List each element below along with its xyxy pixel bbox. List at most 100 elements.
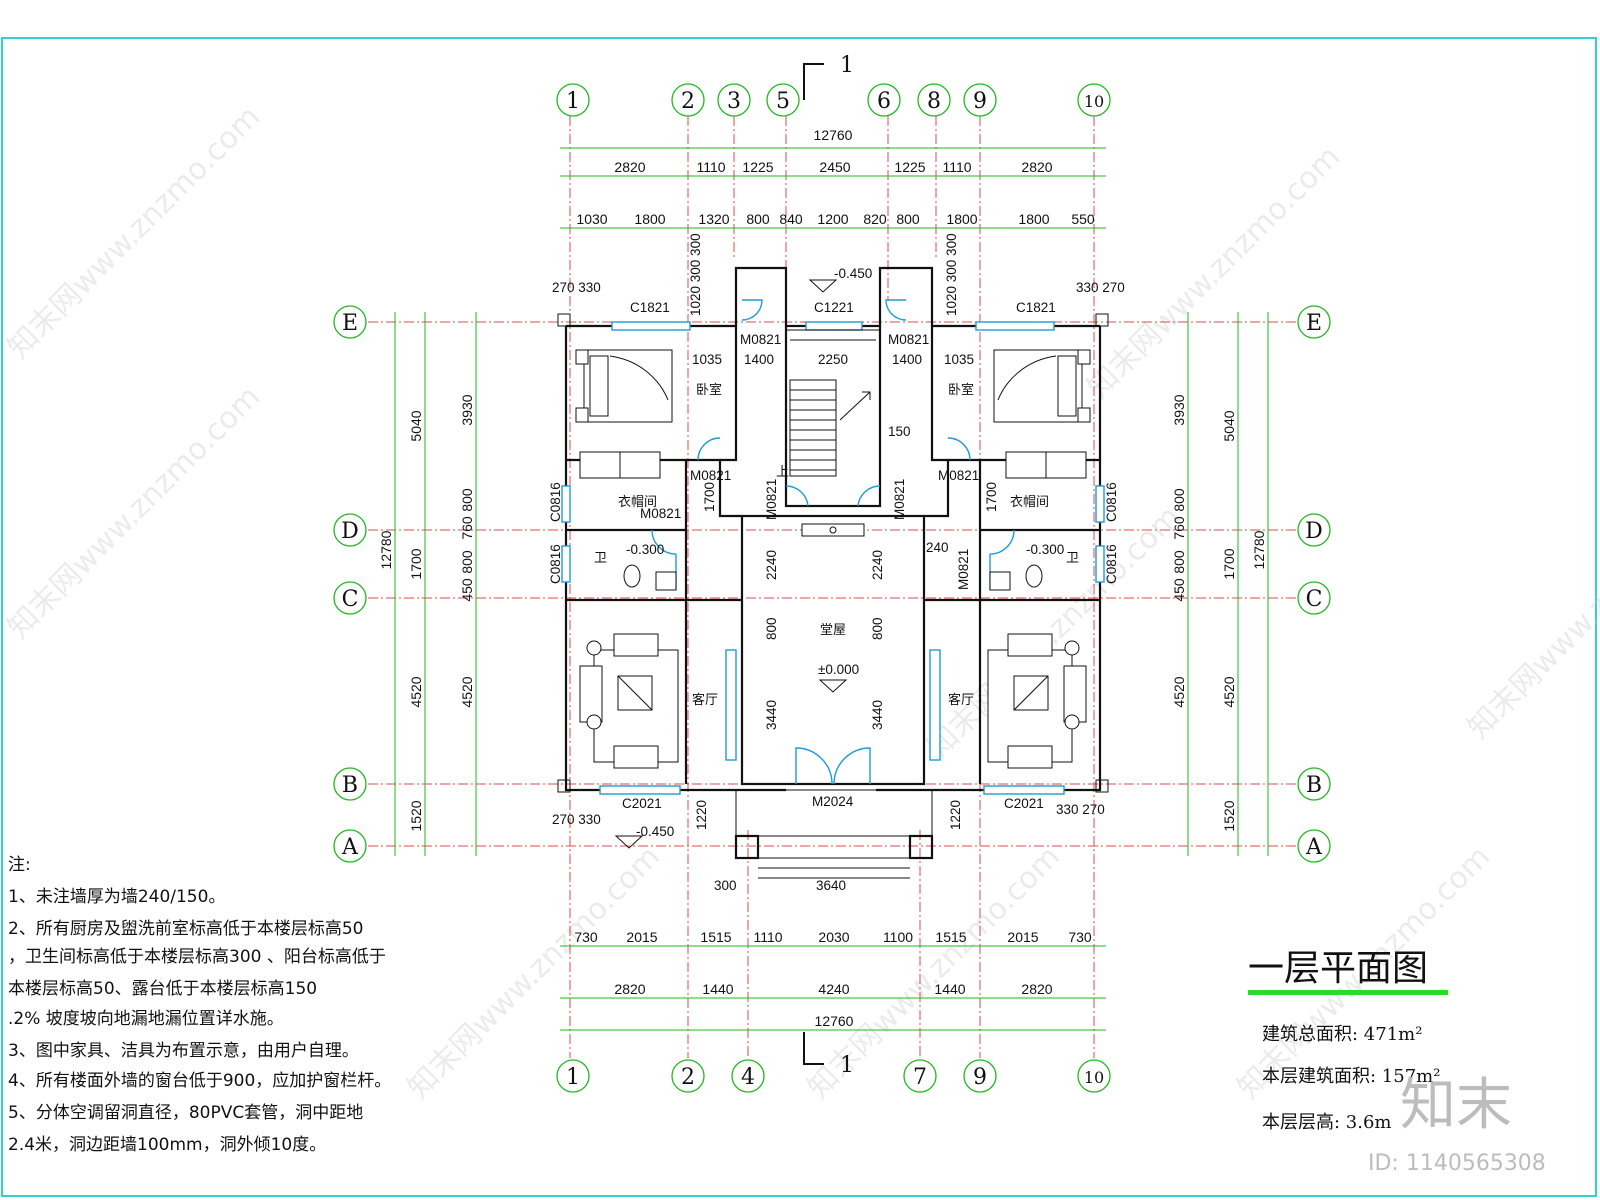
axis-label-bottom-4: 7	[913, 1065, 927, 1090]
dim-left-o-4: 1520	[408, 800, 424, 831]
note-line-7: 4、所有楼面外墙的窗台低于900，应加护窗栏杆。	[8, 1071, 391, 1091]
dim-left-total: 12780	[378, 530, 394, 569]
dim-left-i-5: 450	[459, 578, 475, 602]
watermark-logo: 知末	[1400, 1073, 1512, 1138]
axis-label-top-3: 3	[727, 89, 741, 114]
dim-bot-r1-1: 730	[574, 929, 598, 945]
dim-right-i-5: 450	[1171, 578, 1187, 602]
dim-right-total: 12780	[1251, 530, 1267, 569]
label-m0821-e: M0821	[640, 506, 681, 521]
label-d1700-right: 1700	[984, 482, 999, 512]
note-line-1: 1、未注墙厚为墙240/150。	[8, 887, 225, 907]
dim-top-r2-5: 1225	[894, 159, 925, 175]
label-d3640: 3640	[816, 878, 846, 893]
watermark-text-7: 知末网www.znzmo.com	[1461, 479, 1600, 745]
dimensions-left: 12780 5040 1700 4520 1520 3930 800 760 8…	[378, 312, 477, 856]
label-c0816-d: C0816	[1104, 544, 1119, 584]
section-mark-top: 1	[803, 53, 854, 100]
note-line-6: 3、图中家具、洁具为布置示意，由用户自理。	[8, 1041, 359, 1061]
axis-bubbles-top: 1 2 3 5 6 8 9 10	[556, 83, 1111, 117]
level-marker-bottom	[614, 835, 644, 849]
label-m0821-c: M0821	[690, 468, 731, 483]
dim-bot-r1-6: 1100	[883, 929, 913, 945]
dim-top-r3-10: 1800	[1018, 211, 1049, 227]
dim-right-i-4: 800	[1171, 550, 1187, 574]
room-bedroom-left: 卧室	[696, 382, 722, 398]
dim-top-r2-6: 1110	[942, 159, 971, 175]
dim-top-r3-1: 1030	[576, 211, 607, 227]
label-dims-tr: 330 270	[1076, 280, 1125, 295]
dim-top-r3-4: 800	[746, 211, 770, 227]
dim-right-o-2: 1700	[1221, 548, 1237, 579]
room-names: 卧室 卧室 衣帽间 衣帽间 卫 卫 堂屋 客厅 客厅 上	[594, 382, 1079, 708]
label-d1220-left: 1220	[694, 800, 709, 830]
label-d1035-right: 1035	[944, 352, 974, 367]
axis-label-bottom-2: 2	[681, 1065, 695, 1090]
axis-label-left-A: A	[341, 835, 359, 860]
axis-label-right-D: D	[1305, 519, 1323, 544]
dimensions-bottom: 730 2015 1515 1110 2030 1100 1515 2015 7…	[560, 929, 1106, 1031]
dim-left-i-4: 800	[459, 550, 475, 574]
room-bedroom-right: 卧室	[948, 382, 974, 398]
section-mark-bottom-label: 1	[840, 1053, 854, 1078]
axis-label-left-B: B	[342, 773, 358, 798]
label-dims-br: 330 270	[1056, 802, 1105, 817]
dim-right-i-6: 4520	[1171, 676, 1187, 707]
plan-labels: C1821 C1821 C1221 M0821 M0821 M0821 M082…	[548, 233, 1125, 893]
axis-grid	[368, 116, 1298, 1058]
label-d1400-left: 1400	[744, 352, 774, 367]
watermark-id: ID: 1140565308	[1368, 1151, 1546, 1176]
room-wc-left: 卫	[594, 551, 607, 566]
basin-right	[989, 571, 1011, 591]
altar-table	[801, 523, 865, 537]
dimensions-right: 12780 5040 1700 4520 1520 3930 800 760 8…	[1171, 312, 1269, 856]
axis-label-top-2: 2	[681, 89, 695, 114]
dim-bot-r2-5: 2820	[1021, 981, 1052, 997]
level-marker-hall	[818, 679, 848, 693]
dim-right-i-1: 3930	[1171, 394, 1187, 425]
dimensions-top: 12760 2820 1110 1225 2450 1225 1110 2820…	[560, 127, 1106, 229]
label-m0821-d: M0821	[938, 468, 979, 483]
label-m2024: M2024	[812, 794, 854, 809]
dim-top-r3-2: 1800	[634, 211, 665, 227]
label-level-hall: ±0.000	[818, 662, 859, 677]
dim-left-i-6: 4520	[459, 676, 475, 707]
stat-total-area: 建筑总面积: 471m²	[1262, 1024, 1422, 1045]
title-underline	[1248, 990, 1448, 995]
label-d1400-right: 1400	[892, 352, 922, 367]
basin-left	[655, 571, 677, 591]
dim-top-total: 12760	[814, 127, 853, 143]
note-line-2: 2、所有厨房及盥洗前室标高低于本楼层标高50	[8, 919, 363, 939]
room-closet-left: 衣帽间	[618, 494, 657, 510]
dim-right-o-4: 1520	[1221, 800, 1237, 831]
title-block: 一层平面图 建筑总面积: 471m² 本层建筑面积: 157m² 本层层高: 3…	[1248, 948, 1448, 1133]
notes-block: 注: 1、未注墙厚为墙240/150。 2、所有厨房及盥洗前室标高低于本楼层标高…	[8, 855, 391, 1155]
label-d3440-right: 3440	[870, 700, 885, 730]
label-d800-left: 800	[764, 617, 779, 640]
room-closet-right: 衣帽间	[1010, 494, 1049, 510]
label-m0821-h: M0821	[956, 549, 971, 590]
label-d3440-left: 3440	[764, 700, 779, 730]
dim-right-o-3: 4520	[1221, 676, 1237, 707]
label-d1700-left: 1700	[702, 482, 717, 512]
watermark-text-1: 知末网www.znzmo.com	[1, 99, 267, 365]
label-m0821-b: M0821	[888, 332, 929, 347]
axis-label-right-A: A	[1305, 835, 1323, 860]
label-c0816-c: C0816	[1104, 482, 1119, 522]
note-line-4: 本楼层标高50、露台低于本楼层标高150	[8, 979, 317, 999]
axis-label-bottom-6: 10	[1084, 1068, 1104, 1087]
label-level-wc-left: -0.300	[626, 542, 664, 557]
axis-label-top-1: 1	[566, 89, 580, 114]
dim-bot-r1-9: 730	[1068, 929, 1092, 945]
room-wc-right: 卫	[1066, 551, 1079, 566]
dim-bot-r1-5: 2030	[818, 929, 849, 945]
axis-label-left-D: D	[341, 519, 359, 544]
dim-left-i-2: 800	[459, 488, 475, 512]
label-c0816-b: C0816	[548, 544, 563, 584]
label-dims-stair-right: 1020 300 300	[944, 233, 959, 316]
axis-bubbles-bottom: 1 2 4 7 9 10	[556, 1059, 1111, 1093]
label-d150: 150	[888, 424, 911, 439]
axis-label-left-E: E	[342, 311, 358, 336]
label-d2250: 2250	[818, 352, 848, 367]
